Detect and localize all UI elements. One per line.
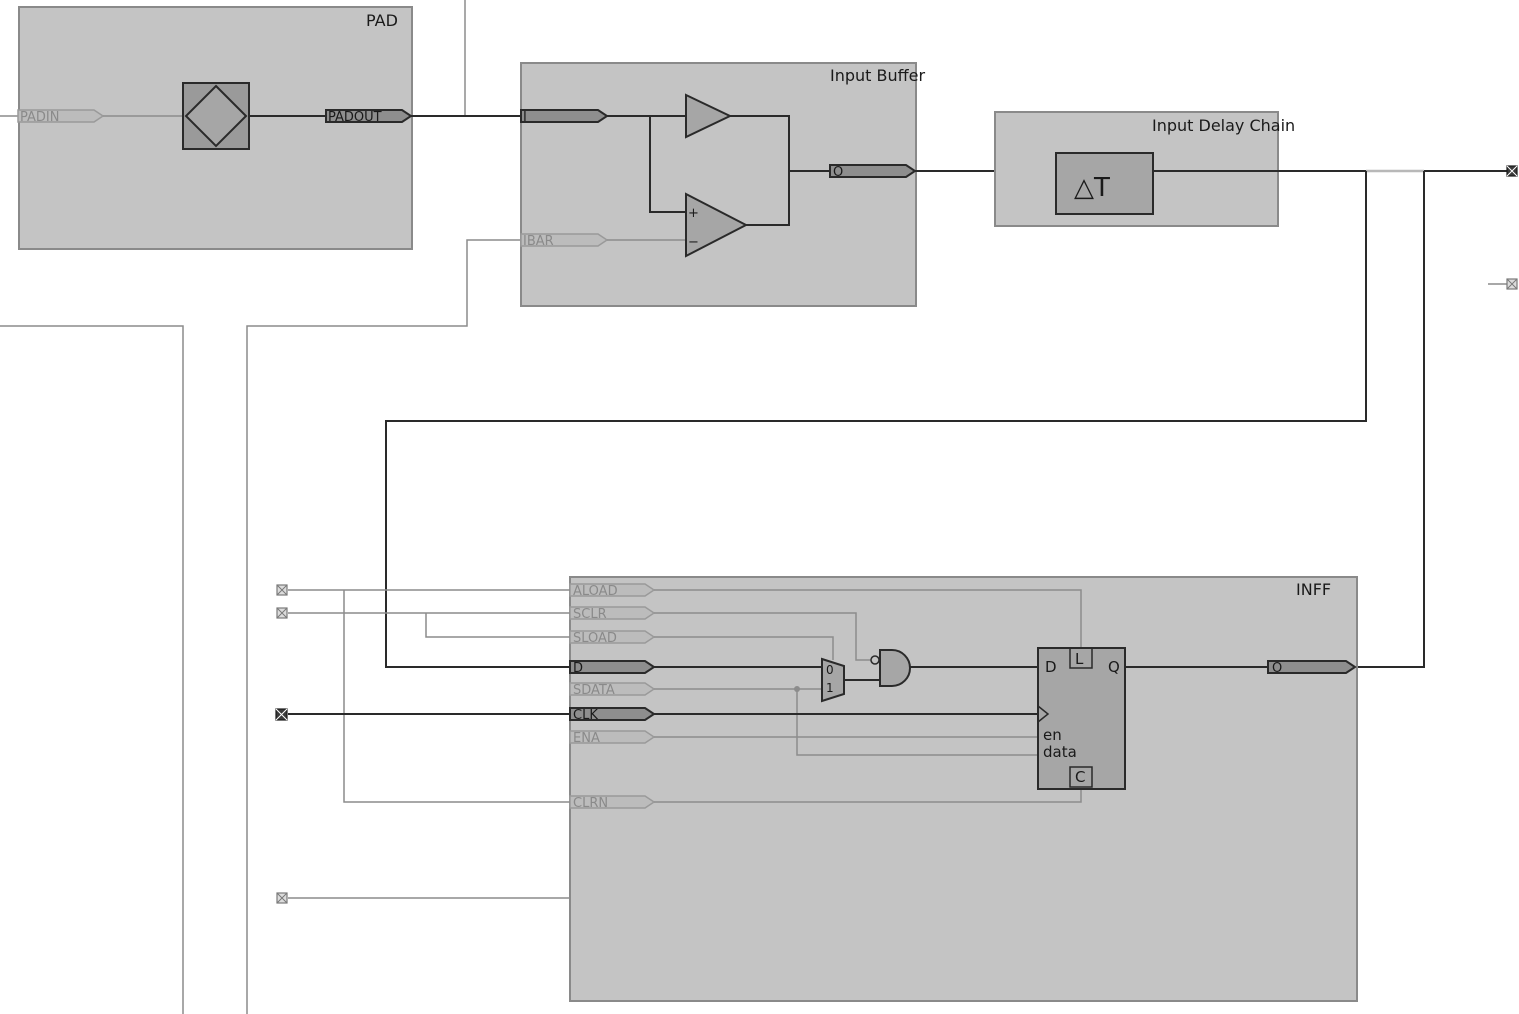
buffer-triangle: [685, 93, 733, 139]
wire-delay-to-inff-d: [385, 171, 1367, 668]
port-clk[interactable]: CLK: [569, 707, 656, 723]
svg-text:Q: Q: [1108, 658, 1120, 676]
svg-text:O: O: [1272, 661, 1282, 676]
svg-text:1: 1: [826, 681, 834, 695]
inff-block[interactable]: INFF ALOAD SCLR SLOAD D SDATA CLK ENA: [569, 576, 1358, 1002]
port-sload[interactable]: SLOAD: [569, 630, 656, 646]
delay-symbol: △T: [1074, 173, 1110, 203]
svg-text:0: 0: [826, 663, 834, 677]
delay-element: [1055, 152, 1154, 215]
port-sclr[interactable]: SCLR: [569, 606, 656, 622]
svg-text:−: −: [688, 235, 699, 250]
delay-chain-title: Input Delay Chain: [1152, 116, 1295, 135]
svg-text:L: L: [1075, 650, 1084, 668]
wire-inff-out-return: [1356, 171, 1425, 668]
diamond-in-square-icon: [182, 82, 250, 150]
svg-text:SLOAD: SLOAD: [573, 631, 617, 646]
x-box-icon[interactable]: [276, 892, 288, 904]
port-inff-out[interactable]: O: [1267, 660, 1357, 676]
mux: 0 1: [821, 657, 845, 703]
svg-text:D: D: [573, 661, 583, 676]
svg-text:CLRN: CLRN: [573, 796, 608, 811]
flip-flop: D Q L en data C: [1037, 647, 1126, 790]
x-box-icon[interactable]: [276, 607, 288, 619]
svg-text:IBAR: IBAR: [523, 234, 554, 249]
port-d[interactable]: D: [569, 660, 656, 676]
svg-text:SDATA: SDATA: [573, 683, 615, 698]
port-aload[interactable]: ALOAD: [569, 583, 656, 599]
port-ena[interactable]: ENA: [569, 730, 656, 746]
inff-title: INFF: [1296, 580, 1331, 599]
and-gate: [870, 649, 911, 687]
x-box-icon[interactable]: [1506, 165, 1518, 177]
x-box-icon[interactable]: [275, 708, 288, 721]
svg-text:ENA: ENA: [573, 731, 600, 746]
input-delay-chain-block[interactable]: Input Delay Chain △T: [994, 111, 1295, 227]
port-i[interactable]: I: [520, 109, 609, 125]
x-box-icon[interactable]: [1506, 278, 1518, 290]
svg-text:D: D: [1045, 658, 1057, 676]
left-pin-wires: [288, 589, 570, 899]
svg-text:ALOAD: ALOAD: [573, 584, 618, 599]
routing-wires: [0, 0, 520, 1014]
svg-text:PADOUT: PADOUT: [328, 110, 382, 125]
input-buffer-block[interactable]: Input Buffer I IBAR + − O: [520, 62, 926, 307]
pad-block[interactable]: PAD PADIN PADOUT: [17, 6, 413, 250]
pad-title: PAD: [366, 11, 398, 30]
input-buffer-title: Input Buffer: [830, 66, 926, 85]
port-sdata[interactable]: SDATA: [569, 682, 656, 698]
svg-text:I: I: [523, 110, 527, 125]
port-padout[interactable]: PADOUT: [325, 109, 413, 125]
port-padin[interactable]: PADIN: [17, 109, 105, 125]
svg-text:SCLR: SCLR: [573, 607, 607, 622]
svg-text:CLK: CLK: [573, 708, 598, 723]
port-buffer-out[interactable]: O: [829, 164, 917, 180]
comparator-triangle: [685, 192, 749, 258]
x-box-icon[interactable]: [276, 584, 288, 596]
svg-text:C: C: [1075, 768, 1085, 786]
svg-text:O: O: [833, 165, 843, 180]
port-clrn[interactable]: CLRN: [569, 795, 656, 811]
svg-text:PADIN: PADIN: [20, 110, 59, 125]
svg-text:+: +: [688, 206, 699, 221]
svg-text:data: data: [1043, 743, 1077, 761]
port-ibar[interactable]: IBAR: [520, 233, 609, 249]
svg-text:en: en: [1043, 726, 1062, 744]
